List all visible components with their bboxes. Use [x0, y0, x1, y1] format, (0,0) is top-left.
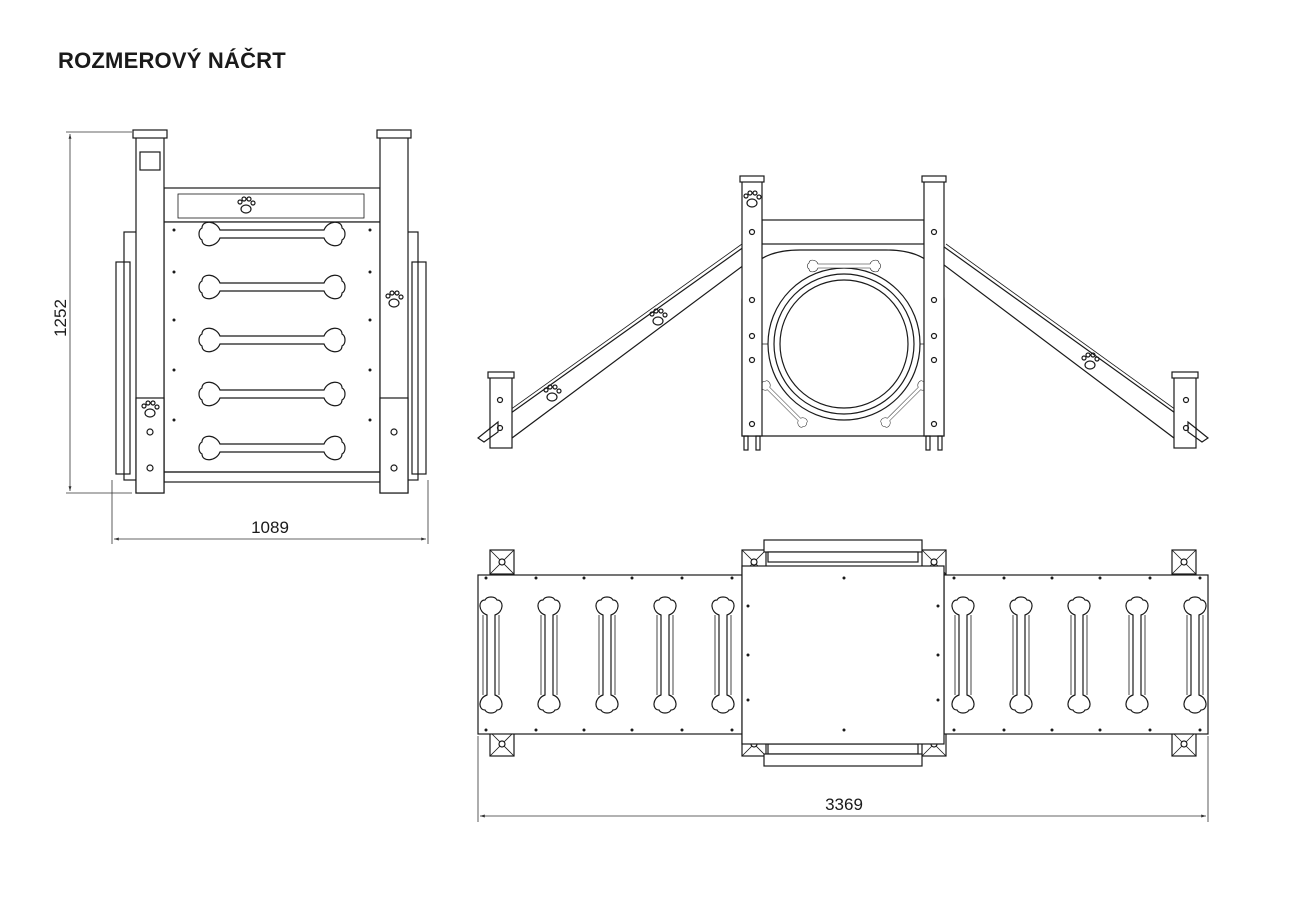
top-view: 3369	[477, 539, 1209, 822]
dim-length-label: 3369	[825, 795, 863, 814]
side-view: 1252 1089	[51, 129, 429, 544]
dim-height-label: 1252	[51, 299, 70, 337]
front-view	[476, 175, 1210, 451]
dim-width-label: 1089	[251, 518, 289, 537]
page-title: ROZMEROVÝ NÁČRT	[58, 48, 286, 73]
